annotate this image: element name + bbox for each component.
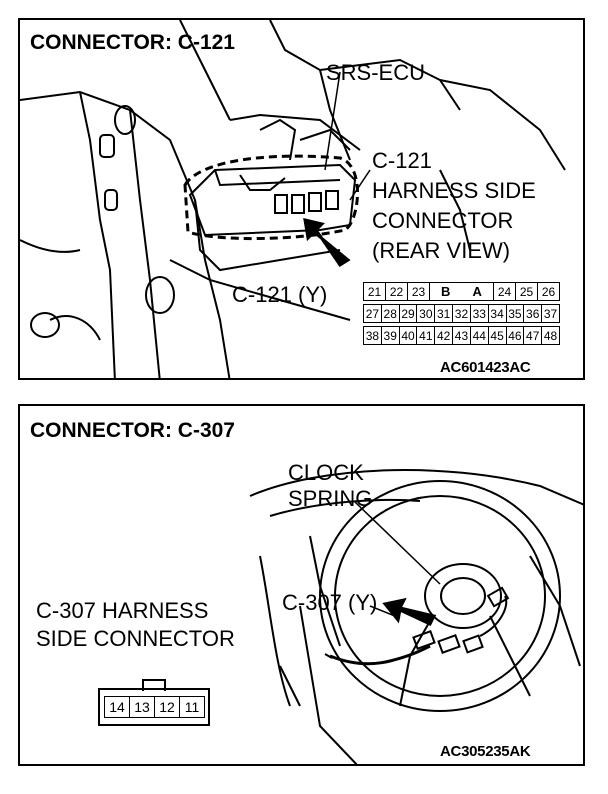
clock-spring-label-line2: SPRING [288, 486, 373, 511]
connector-c121-panel: CONNECTOR: C-121 SRS-ECU C-121 HARNESS S… [18, 18, 585, 380]
pin: 37 [541, 304, 560, 323]
pin: 34 [487, 304, 507, 323]
pin: 42 [434, 326, 454, 345]
pin: 22 [385, 282, 408, 301]
pin: 21 [363, 282, 386, 301]
pin: 36 [523, 304, 543, 323]
pin: 27 [363, 304, 382, 323]
c307-figure-code: AC305235AK [440, 743, 531, 760]
c121-pin-group-ba: B A [429, 282, 494, 301]
c121-title: CONNECTOR: C-121 [30, 31, 235, 54]
c121-connector-pinout: 21 22 23 B A 24 25 26 27 28 29 30 31 32 … [363, 282, 560, 348]
pin: 45 [487, 326, 507, 345]
pin: 44 [469, 326, 489, 345]
pin: 23 [407, 282, 430, 301]
c121-pin-row-3: 38 39 40 41 42 43 44 45 46 47 48 [363, 326, 560, 345]
c121-harness-label-line3: CONNECTOR [372, 208, 514, 233]
c121-location-illustration [20, 20, 566, 378]
pin: 32 [452, 304, 471, 323]
c121-harness-label-line4: (REAR VIEW) [372, 238, 511, 263]
pin: 31 [434, 304, 454, 323]
pin: 48 [541, 326, 560, 345]
srs-ecu-label: SRS-ECU [326, 60, 426, 85]
pin: 35 [505, 304, 525, 323]
pin: 29 [398, 304, 418, 323]
c121-pin-row-1: 21 22 23 B A 24 25 26 [363, 282, 560, 301]
c307-connector-pinout: 14 13 12 11 [98, 679, 210, 726]
c121-figure-code: AC601423AC [440, 359, 531, 376]
c307-location-illustration [249, 469, 583, 764]
clock-spring-label-line1: CLOCK [288, 460, 364, 485]
pin: 30 [416, 304, 436, 323]
pin: 13 [129, 696, 155, 718]
pin-group-b: B [441, 284, 451, 299]
pin: 41 [416, 326, 436, 345]
connector-lock-tab [142, 679, 166, 691]
pin: 39 [380, 326, 400, 345]
pin: 38 [363, 326, 382, 345]
pin: 11 [179, 696, 205, 718]
pin: 14 [104, 696, 130, 718]
c121-pin-row-2: 27 28 29 30 31 32 33 34 35 36 37 [363, 304, 560, 323]
pin: 47 [523, 326, 543, 345]
connector-c307-panel: CONNECTOR: C-307 CLOCK SPRING C-307 (Y) … [18, 404, 585, 766]
c307-title: CONNECTOR: C-307 [30, 419, 235, 442]
pin: 33 [469, 304, 489, 323]
c307-connector-label: C-307 (Y) [282, 590, 378, 615]
pin: 25 [515, 282, 538, 301]
pin: 28 [380, 304, 400, 323]
pin: 24 [493, 282, 516, 301]
pin: 43 [452, 326, 471, 345]
pin: 46 [505, 326, 525, 345]
c307-harness-label-line2: SIDE CONNECTOR [36, 626, 235, 651]
c307-harness-label-line1: C-307 HARNESS [36, 598, 209, 623]
pin: 26 [537, 282, 560, 301]
c121-harness-label-line2: HARNESS SIDE [372, 178, 536, 203]
c121-harness-label-line1: C-121 [372, 148, 432, 173]
pin: 12 [154, 696, 180, 718]
pin-group-a: A [472, 284, 482, 299]
pin: 40 [398, 326, 418, 345]
c121-connector-label: C-121 (Y) [232, 282, 328, 307]
